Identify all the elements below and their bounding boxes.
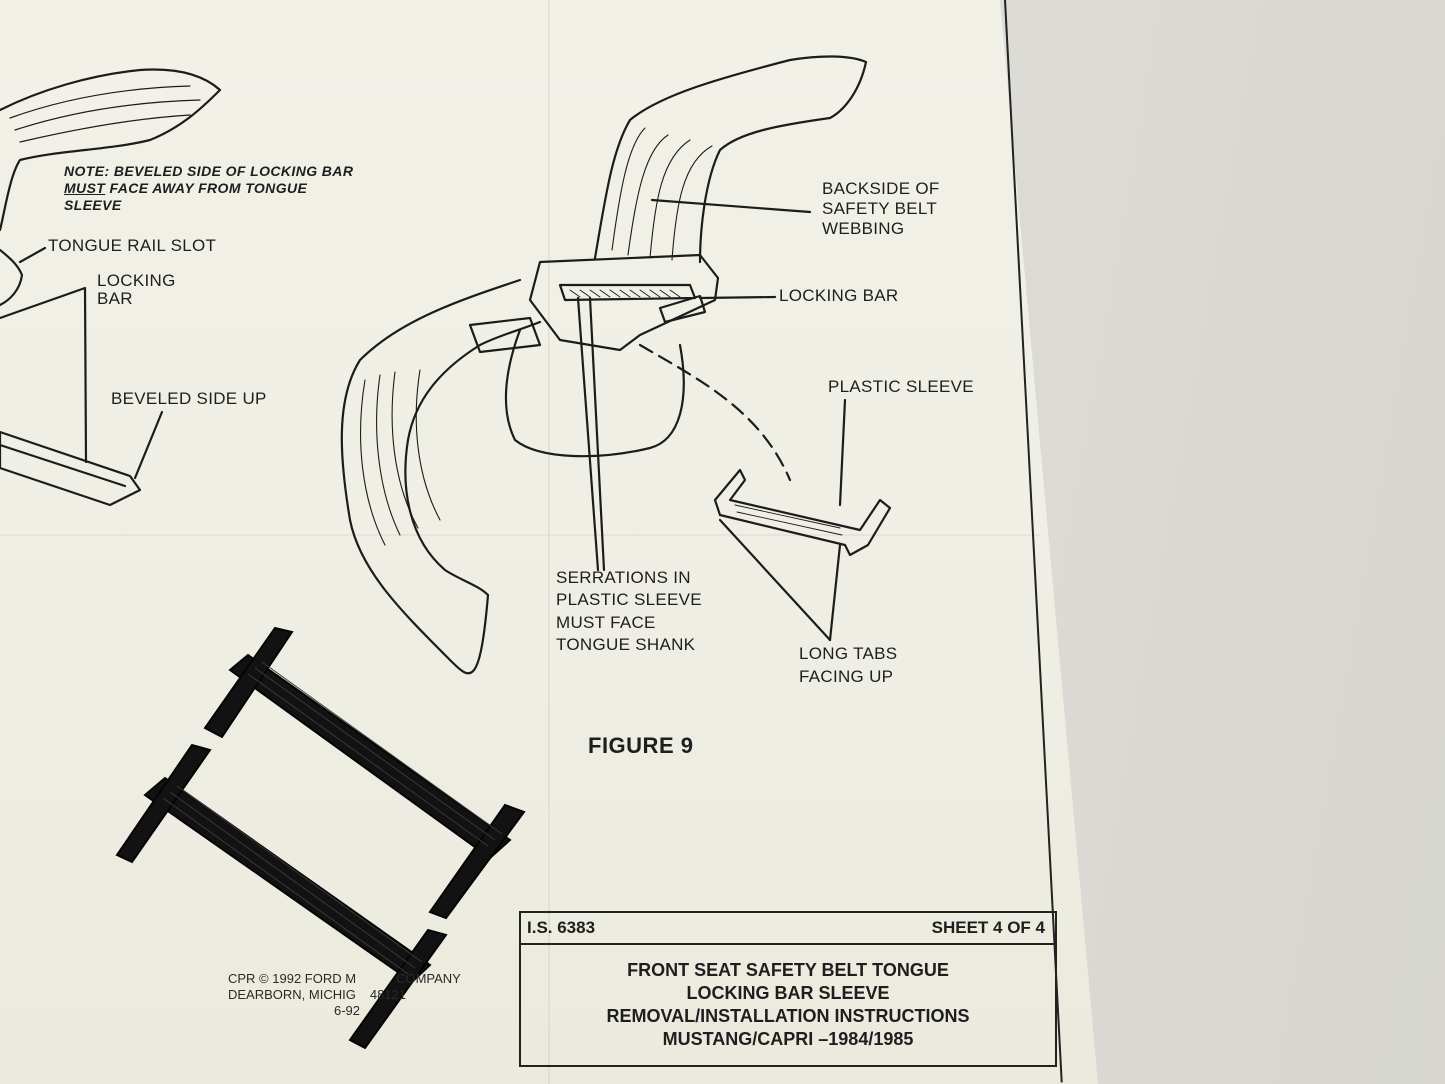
belt-upper — [593, 55, 868, 264]
copyright-line-2b: 48121 — [369, 987, 406, 1002]
serration-leader-1 — [576, 296, 600, 572]
dash-guide — [638, 343, 792, 482]
tongue-plate — [528, 253, 720, 352]
figure-label: FIGURE 9 — [588, 733, 694, 758]
copyright-line-1: CPR © 1992 FORD M — [228, 971, 357, 986]
copyright-notice: CPR © 1992 FORD M COMPANY DEARBORN, MICHI… — [228, 971, 461, 1019]
physical-sleeves — [115, 626, 526, 1050]
left-belt-outline — [0, 68, 222, 232]
tongue-rail-leader — [18, 246, 47, 264]
label-locking-bar-left-2: BAR — [97, 289, 133, 308]
plastic-sleeve-leader — [838, 398, 847, 507]
sleeve-bottom-body — [143, 776, 432, 984]
title-line-1: FRONT SEAT SAFETY BELT TONGUE — [627, 960, 949, 980]
label-locking-bar: LOCKING BAR — [779, 286, 899, 305]
label-long-tabs-2: FACING UP — [799, 667, 894, 686]
label-long-tabs-1: LONG TABS — [799, 644, 898, 663]
long-tabs-leader-2 — [828, 543, 842, 642]
left-bar — [0, 430, 142, 507]
paper-fold-horizontal — [0, 534, 1040, 536]
label-beveled-side-up: BEVELED SIDE UP — [111, 389, 267, 408]
copyright-line-3: 6-92 — [334, 1003, 361, 1018]
belt-lower-lines — [360, 369, 441, 546]
belt-lower — [340, 278, 542, 675]
sleeve-ridges — [162, 661, 503, 975]
left-bar-line — [0, 443, 127, 488]
sleeve-top-body — [228, 653, 512, 860]
title-block-header: I.S. 6383 SHEET 4 OF 4 — [521, 913, 1055, 945]
title-line-3: REMOVAL/INSTALLATION INSTRUCTIONS — [606, 1006, 970, 1026]
note-emphasis: MUST — [64, 180, 106, 196]
label-serrations-3: MUST FACE — [556, 613, 656, 632]
paper-fold-vertical — [548, 0, 550, 1084]
label-locking-bar-left-1: LOCKING — [97, 271, 176, 290]
belt-upper-lines — [611, 127, 713, 261]
note-line-3: SLEEVE — [64, 197, 122, 213]
sleeve-bottom-cap-left — [115, 743, 212, 864]
sleeve-serrations — [734, 504, 843, 536]
sleeve-bottom-cap-right — [348, 928, 448, 1050]
left-belt-lines — [9, 85, 201, 143]
beveled-leader — [133, 410, 164, 480]
title-line-4: MUSTANG/CAPRI –1984/1985 — [662, 1029, 914, 1049]
long-tabs-leader-1 — [718, 518, 832, 642]
tongue-side-slot — [658, 294, 707, 324]
belt-loop — [504, 328, 685, 458]
locking-bar-leader-left — [0, 286, 88, 464]
title-block: I.S. 6383 SHEET 4 OF 4 FRONT SEAT SAFETY… — [519, 911, 1057, 1067]
instruction-sheet — [0, 0, 1098, 1084]
tongue-slot — [468, 316, 542, 354]
title-block-title: FRONT SEAT SAFETY BELT TONGUE LOCKING BA… — [521, 959, 1055, 1051]
note-text: NOTE: BEVELED SIDE OF LOCKING BAR MUST F… — [64, 163, 353, 214]
copyright-line-1b: COMPANY — [396, 971, 461, 986]
copyright-line-2: DEARBORN, MICHIG — [228, 987, 356, 1002]
sheet-number: SHEET 4 OF 4 — [931, 918, 1045, 937]
note-line-1: NOTE: BEVELED SIDE OF LOCKING BAR — [64, 163, 354, 179]
label-serrations-4: TONGUE SHANK — [556, 635, 696, 654]
label-serrations-2: PLASTIC SLEEVE — [556, 590, 702, 609]
doc-number: I.S. 6383 — [527, 918, 596, 937]
locking-bar-serrations — [569, 289, 681, 298]
label-tongue-rail-slot: TONGUE RAIL SLOT — [48, 236, 217, 255]
sleeve-top-cap-left — [203, 626, 294, 739]
label-plastic-sleeve: PLASTIC SLEEVE — [828, 377, 974, 396]
sleeve-drawing — [713, 468, 892, 557]
label-backside-3: WEBBING — [822, 219, 905, 238]
label-backside-2: SAFETY BELT — [822, 199, 938, 218]
label-serrations-1: SERRATIONS IN — [556, 568, 691, 587]
note-line-2: FACE AWAY FROM TONGUE — [105, 180, 308, 196]
backside-leader — [650, 198, 812, 214]
serration-leader-2 — [588, 296, 606, 572]
left-part-edge — [0, 248, 24, 307]
label-backside-1: BACKSIDE OF — [822, 179, 940, 198]
locking-bar-leader — [698, 295, 777, 300]
title-line-2: LOCKING BAR SLEEVE — [686, 983, 890, 1003]
locking-bar-main — [558, 283, 697, 302]
